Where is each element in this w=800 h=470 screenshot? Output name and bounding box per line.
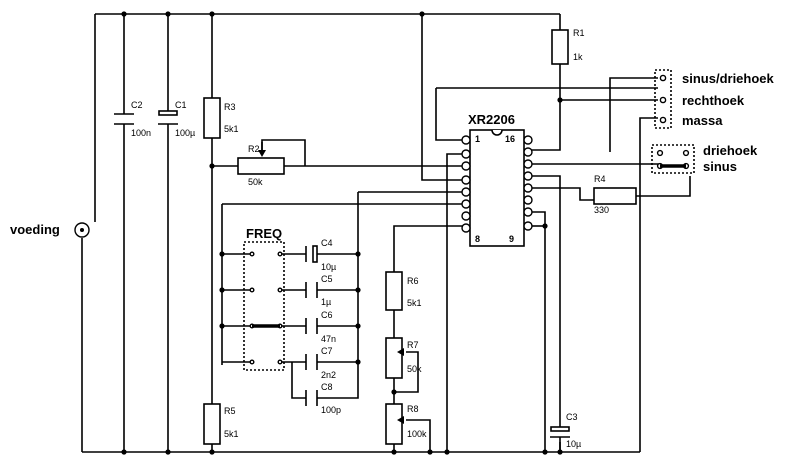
c8-value: 100p (321, 405, 341, 415)
c3-ref: C3 (566, 412, 578, 422)
pin-8-label: 8 (475, 234, 480, 244)
capacitor-c8: C8 100p (305, 382, 341, 415)
pin-1-label: 1 (475, 134, 480, 144)
c4-value: 10µ (321, 262, 336, 272)
r3-ref: R3 (224, 102, 236, 112)
c2-value: 100n (131, 128, 151, 138)
r8-ref: R8 (407, 404, 419, 414)
capacitor-c6: C6 47n (305, 310, 336, 344)
junctions (121, 11, 563, 455)
capacitor-c7: C7 2n2 (305, 346, 336, 380)
c7-value: 2n2 (321, 370, 336, 380)
output-sinus-driehoek: sinus/driehoek (682, 71, 775, 86)
r7-value: 50k (407, 364, 422, 374)
resistor-r1: R1 1k (551, 28, 585, 65)
r8-value: 100k (407, 429, 427, 439)
freq-switch: FREQ (232, 226, 292, 371)
capacitor-c5: C5 1µ (305, 274, 333, 307)
output-rechthoek: rechthoek (682, 93, 745, 108)
r5-ref: R5 (224, 406, 236, 416)
c1-value: 100µ (175, 128, 195, 138)
switch-sinus: sinus (703, 159, 737, 174)
c5-value: 1µ (321, 297, 331, 307)
c2-ref: C2 (131, 100, 143, 110)
c6-ref: C6 (321, 310, 333, 320)
c7-ref: C7 (321, 346, 333, 356)
capacitor-c4: C4 10µ (305, 238, 336, 272)
pin-9-label: 9 (509, 234, 514, 244)
potentiometer-r7: R7 50k (385, 337, 422, 379)
r7-ref: R7 (407, 340, 419, 350)
switch-driehoek: driehoek (703, 143, 758, 158)
capacitor-c2: C2 100n (114, 100, 151, 138)
supply-connector: voeding (10, 222, 90, 238)
c5-ref: C5 (321, 274, 333, 284)
pin-16-label: 16 (505, 134, 515, 144)
r4-ref: R4 (594, 174, 606, 184)
r2-value: 50k (248, 177, 263, 187)
resistor-r3: R3 5k1 (203, 97, 239, 139)
r6-value: 5k1 (407, 298, 422, 308)
r2-ref: R2 (248, 144, 260, 154)
potentiometer-r2: R2 50k (237, 142, 285, 187)
potentiometer-r8: R8 100k (385, 403, 427, 445)
chip-name: XR2206 (468, 112, 515, 127)
c4-ref: C4 (321, 238, 333, 248)
c1-ref: C1 (175, 100, 187, 110)
output-connector: sinus/driehoek rechthoek massa (609, 69, 775, 152)
resistor-r6: R6 5k1 (385, 271, 422, 311)
waveform-switch: driehoek sinus (651, 143, 758, 174)
c8-ref: C8 (321, 382, 333, 392)
r4-value: 330 (594, 205, 609, 215)
r3-value: 5k1 (224, 124, 239, 134)
output-massa: massa (682, 113, 723, 128)
supply-label: voeding (10, 222, 60, 237)
c6-value: 47n (321, 334, 336, 344)
c3-value: 10µ (566, 439, 581, 449)
ic-xr2206: XR2206 1 16 8 9 (461, 112, 533, 247)
resistor-r5: R5 5k1 (203, 403, 239, 445)
r1-ref: R1 (573, 28, 585, 38)
capacitor-c3: C3 10µ (550, 400, 581, 452)
capacitor-c1: C1 100µ (158, 100, 195, 138)
freq-label: FREQ (246, 226, 282, 241)
r1-value: 1k (573, 52, 583, 62)
r5-value: 5k1 (224, 429, 239, 439)
resistor-r4: R4 330 (593, 174, 637, 215)
r6-ref: R6 (407, 276, 419, 286)
wires (81, 13, 691, 453)
